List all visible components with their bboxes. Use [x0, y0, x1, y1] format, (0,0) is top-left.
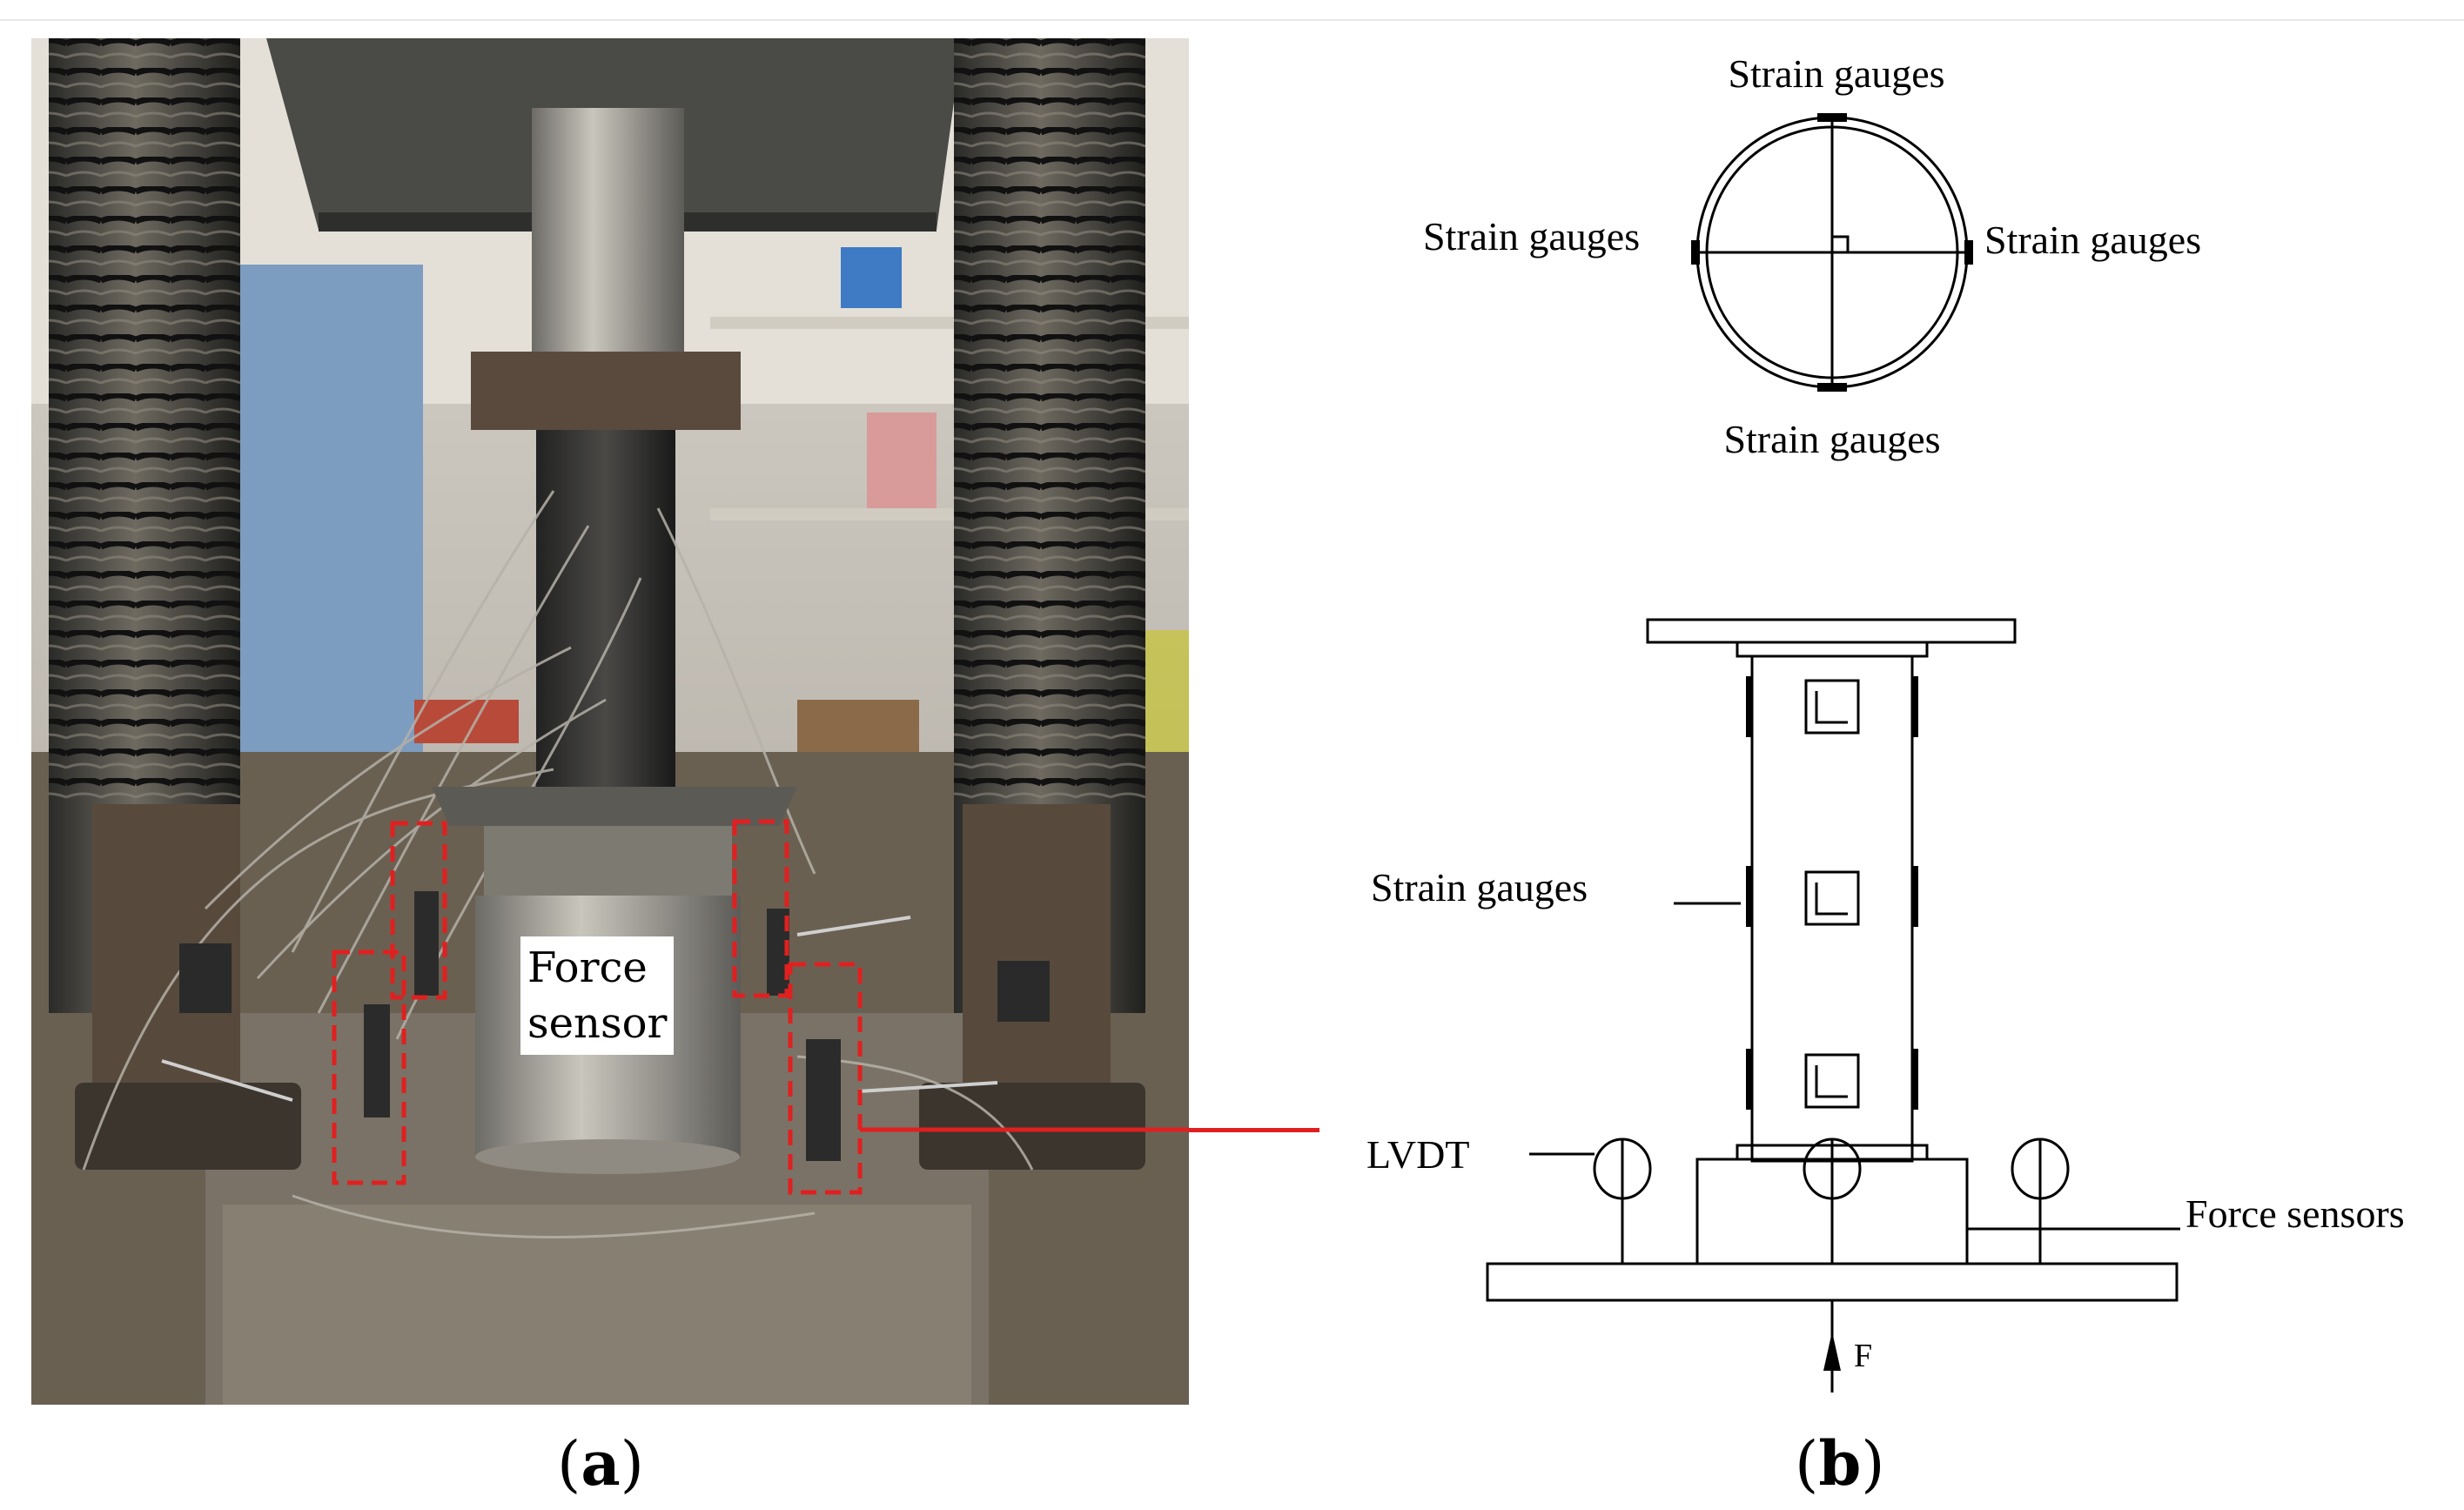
- cross-section-gauge-marks: [1691, 113, 1973, 392]
- cross-section-label-right: Strain gauges: [1984, 218, 2201, 262]
- force-sensor-line1: Force: [527, 943, 648, 992]
- elevation-strain-gauges-label: Strain gauges: [1371, 865, 1588, 909]
- cross-section-label-bottom: Strain gauges: [1723, 417, 1940, 461]
- right-angle-marker: [1832, 235, 1850, 252]
- lvdt-box-1: [390, 821, 447, 1000]
- cross-section-label-left: Strain gauges: [1423, 214, 1640, 258]
- panel-b-open-paren: (: [1795, 1428, 1819, 1500]
- lvdt-box-3: [732, 819, 789, 998]
- force-sensors-label: Force sensors: [2185, 1191, 2405, 1236]
- elevation-gauge-strips: [1746, 676, 1918, 1110]
- lvdt-highlight-boxes: [332, 819, 863, 1195]
- top-rule: [0, 19, 2464, 21]
- panel-b-letter: b: [1818, 1427, 1862, 1500]
- panel-label-b: (b): [1795, 1427, 1885, 1500]
- panel-a-letter: a: [581, 1427, 621, 1500]
- lvdt-box-4: [788, 962, 863, 1195]
- force-sensor-line2: sensor: [527, 999, 668, 1048]
- panel-a-open-paren: (: [557, 1428, 581, 1500]
- elevation-view: [1486, 618, 2180, 1393]
- panel-b-close-paren: ): [1861, 1428, 1885, 1500]
- base-plate: [1486, 1262, 2179, 1302]
- lvdt-label: LVDT: [1366, 1132, 1469, 1177]
- cross-section-label-top: Strain gauges: [1728, 51, 1944, 96]
- test-setup-photo: [31, 38, 1189, 1405]
- load-arrowhead: [1823, 1332, 1841, 1371]
- lvdt-leader-continuation: [1189, 1128, 1319, 1132]
- top-plate: [1646, 618, 2017, 644]
- lvdt-box-2: [332, 950, 406, 1185]
- schematic-diagram: Strain gauges Strain gauges Strain gauge…: [1366, 51, 2405, 1393]
- panel-label-a: (a): [557, 1427, 644, 1500]
- load-label: F: [1854, 1338, 1872, 1374]
- force-sensor-annotation: Force sensor: [520, 936, 675, 1055]
- panel-a-close-paren: ): [620, 1428, 644, 1500]
